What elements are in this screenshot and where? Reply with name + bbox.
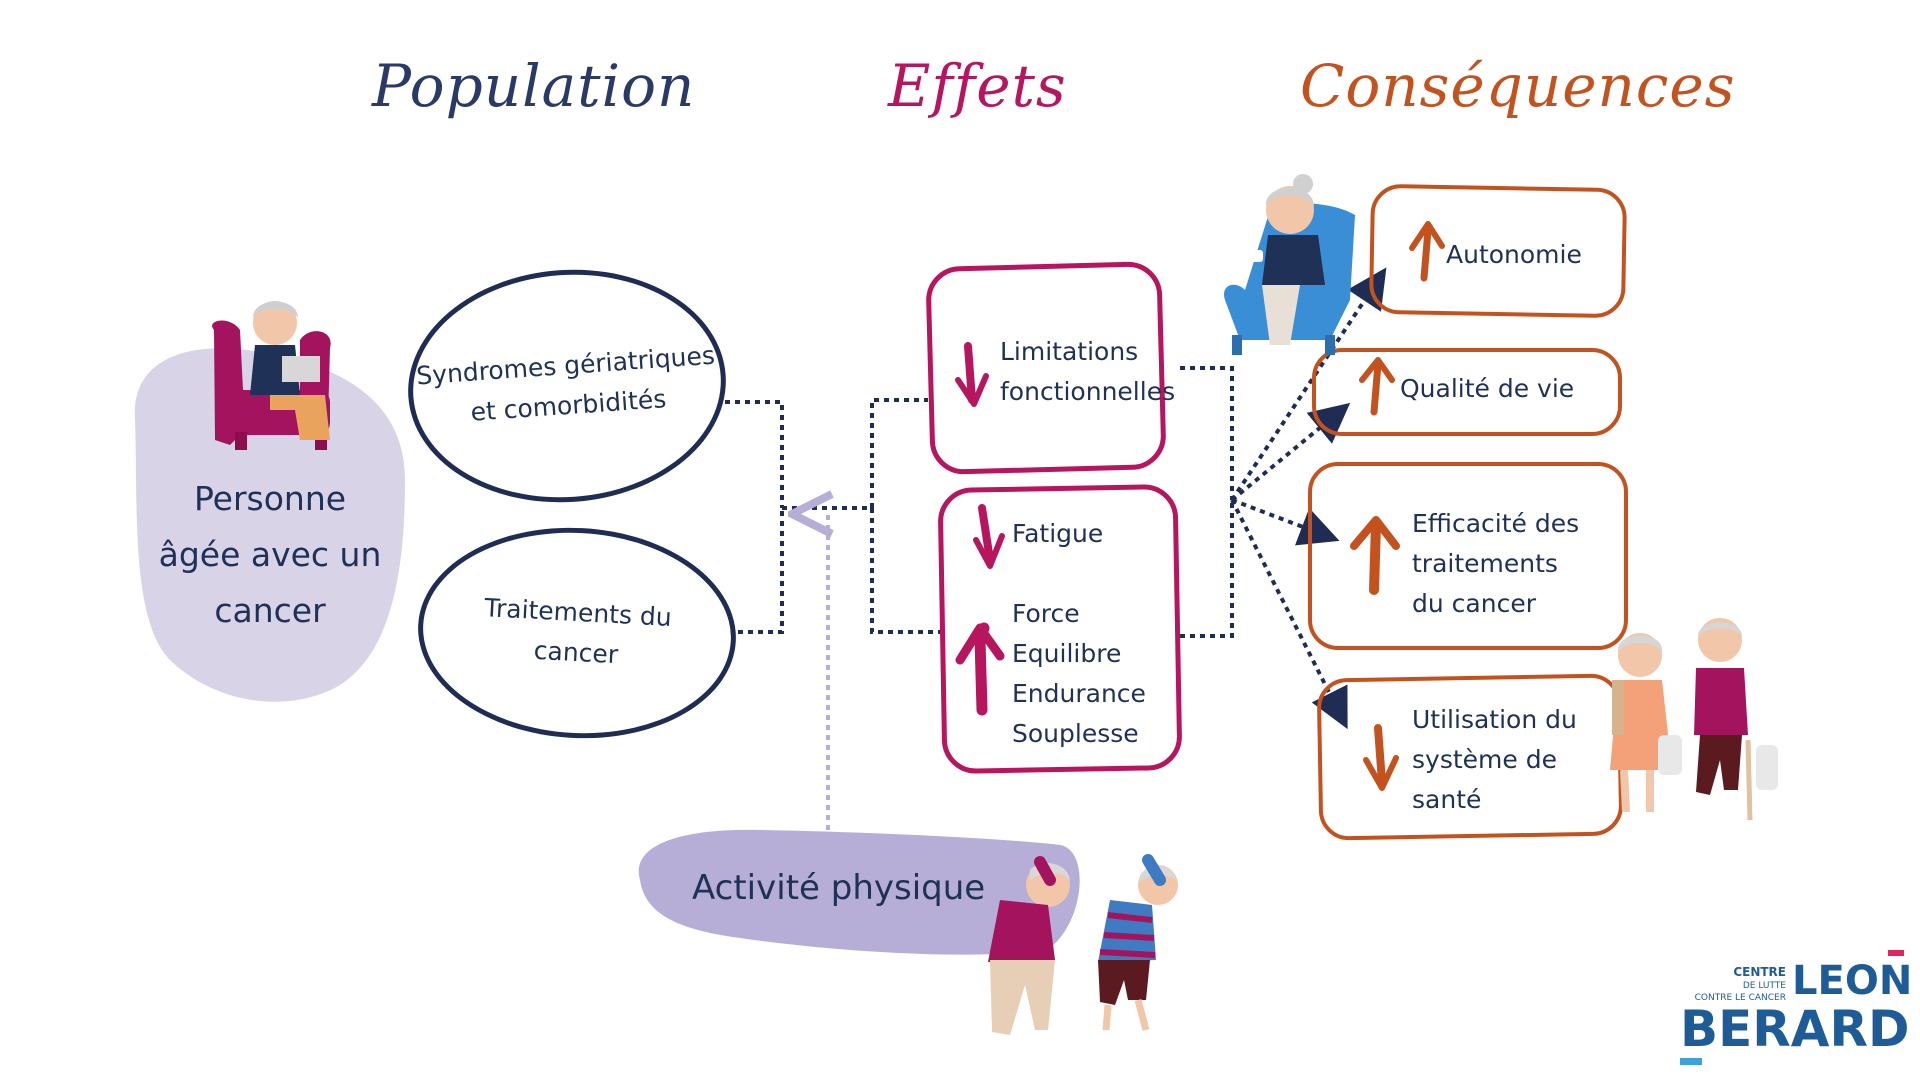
logo-contre: CONTRE LE CANCER xyxy=(1694,993,1786,1003)
arrow-to-utilisation xyxy=(1230,499,1348,730)
arrow-up-icon xyxy=(1409,221,1445,282)
fatigue-label: Fatigue xyxy=(1012,519,1104,548)
logo-blue-bar xyxy=(1680,1058,1702,1065)
elderly-couple-walking-icon xyxy=(1610,618,1778,821)
logo-leon: LEON xyxy=(1792,958,1913,1004)
limitations-line-1: Limitations xyxy=(1000,337,1139,366)
arrow-down-icon xyxy=(955,342,989,407)
efficacite-line-2: traitements xyxy=(1412,549,1558,578)
arrow-down-icon xyxy=(1363,724,1399,791)
utilisation-line-2: système de xyxy=(1412,745,1557,774)
autonomie-label: Autonomie xyxy=(1446,240,1582,269)
arrow-up-icon xyxy=(1350,516,1400,595)
person-line-2: âgée avec un xyxy=(158,535,382,574)
arrow-to-efficacite xyxy=(1231,498,1340,546)
logo-pink-bar xyxy=(1888,950,1904,956)
heading-consequences: Conséquences xyxy=(1300,52,1736,120)
efficacite-line-3: du cancer xyxy=(1412,589,1536,618)
heading-population: Population xyxy=(372,52,696,120)
limitations-line-2: fonctionnelles xyxy=(1000,377,1176,406)
connector-from-limitations xyxy=(1180,366,1234,500)
utilisation-line-1: Utilisation du xyxy=(1412,705,1577,734)
arrow-up-icon xyxy=(955,622,1005,716)
gain-force: Force xyxy=(1012,599,1080,628)
person-line-3: cancer xyxy=(214,591,326,630)
efficacite-box xyxy=(1308,462,1628,650)
connector-to-fatigue xyxy=(870,508,940,634)
efficacite-line-1: Efficacité des xyxy=(1412,509,1580,538)
logo-centre: CENTRE xyxy=(1733,965,1786,979)
qualite-box xyxy=(1312,348,1622,436)
arrow-up-icon xyxy=(1359,357,1395,416)
connector-from-gains xyxy=(1180,500,1234,638)
person-blob: Personne âgée avec un cancer xyxy=(135,470,405,640)
utilisation-line-3: santé xyxy=(1412,785,1482,814)
gain-souplesse: Souplesse xyxy=(1012,719,1139,748)
heading-effets: Effets xyxy=(888,52,1067,120)
elderly-woman-armchair-icon xyxy=(212,301,331,450)
arrow-down-icon xyxy=(973,504,1005,569)
logo-berard: BERARD xyxy=(1680,1000,1910,1058)
person-line-1: Personne xyxy=(193,479,347,518)
elderly-woman-tea-icon xyxy=(1224,174,1355,355)
gain-equilibre: Equilibre xyxy=(1012,639,1122,668)
qualite-label: Qualité de vie xyxy=(1400,374,1575,403)
logo-de-lutte: DE LUTTE xyxy=(1742,981,1786,991)
activity-label: Activité physique xyxy=(692,868,986,908)
connector-treatments xyxy=(738,508,784,634)
gain-endurance: Endurance xyxy=(1012,679,1146,708)
elderly-people-stretching-icon xyxy=(988,854,1178,1035)
